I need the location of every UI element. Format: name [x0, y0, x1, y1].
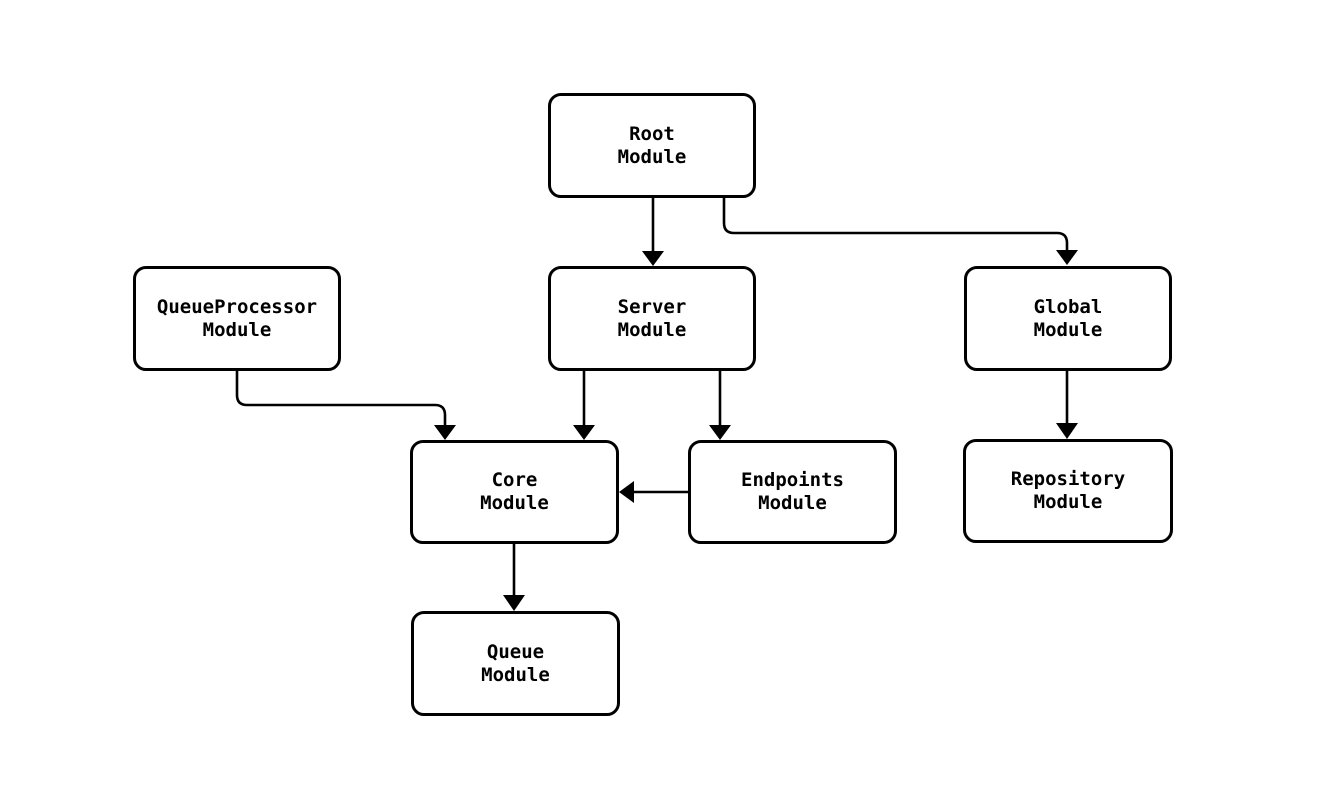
- node-repository-module: Repository Module: [963, 439, 1173, 543]
- node-server-module: Server Module: [548, 266, 756, 371]
- edge-queueprocessor-to-core: [235, 371, 456, 440]
- node-global-module: Global Module: [964, 266, 1172, 371]
- node-core-module: Core Module: [410, 440, 619, 544]
- node-root-module: Root Module: [548, 93, 756, 198]
- node-endpoints-module: Endpoints Module: [688, 440, 897, 544]
- edge-global-to-repository: [1056, 371, 1078, 439]
- node-queueprocessor-module: QueueProcessor Module: [133, 266, 341, 371]
- edge-root-to-server: [642, 198, 664, 266]
- edge-root-to-global: [722, 198, 1078, 265]
- edge-server-to-endpoints: [709, 371, 731, 440]
- edge-core-to-queue: [503, 544, 525, 611]
- edge-server-to-core: [573, 371, 595, 440]
- edge-endpoints-to-core: [619, 481, 688, 503]
- node-queue-module: Queue Module: [411, 611, 620, 716]
